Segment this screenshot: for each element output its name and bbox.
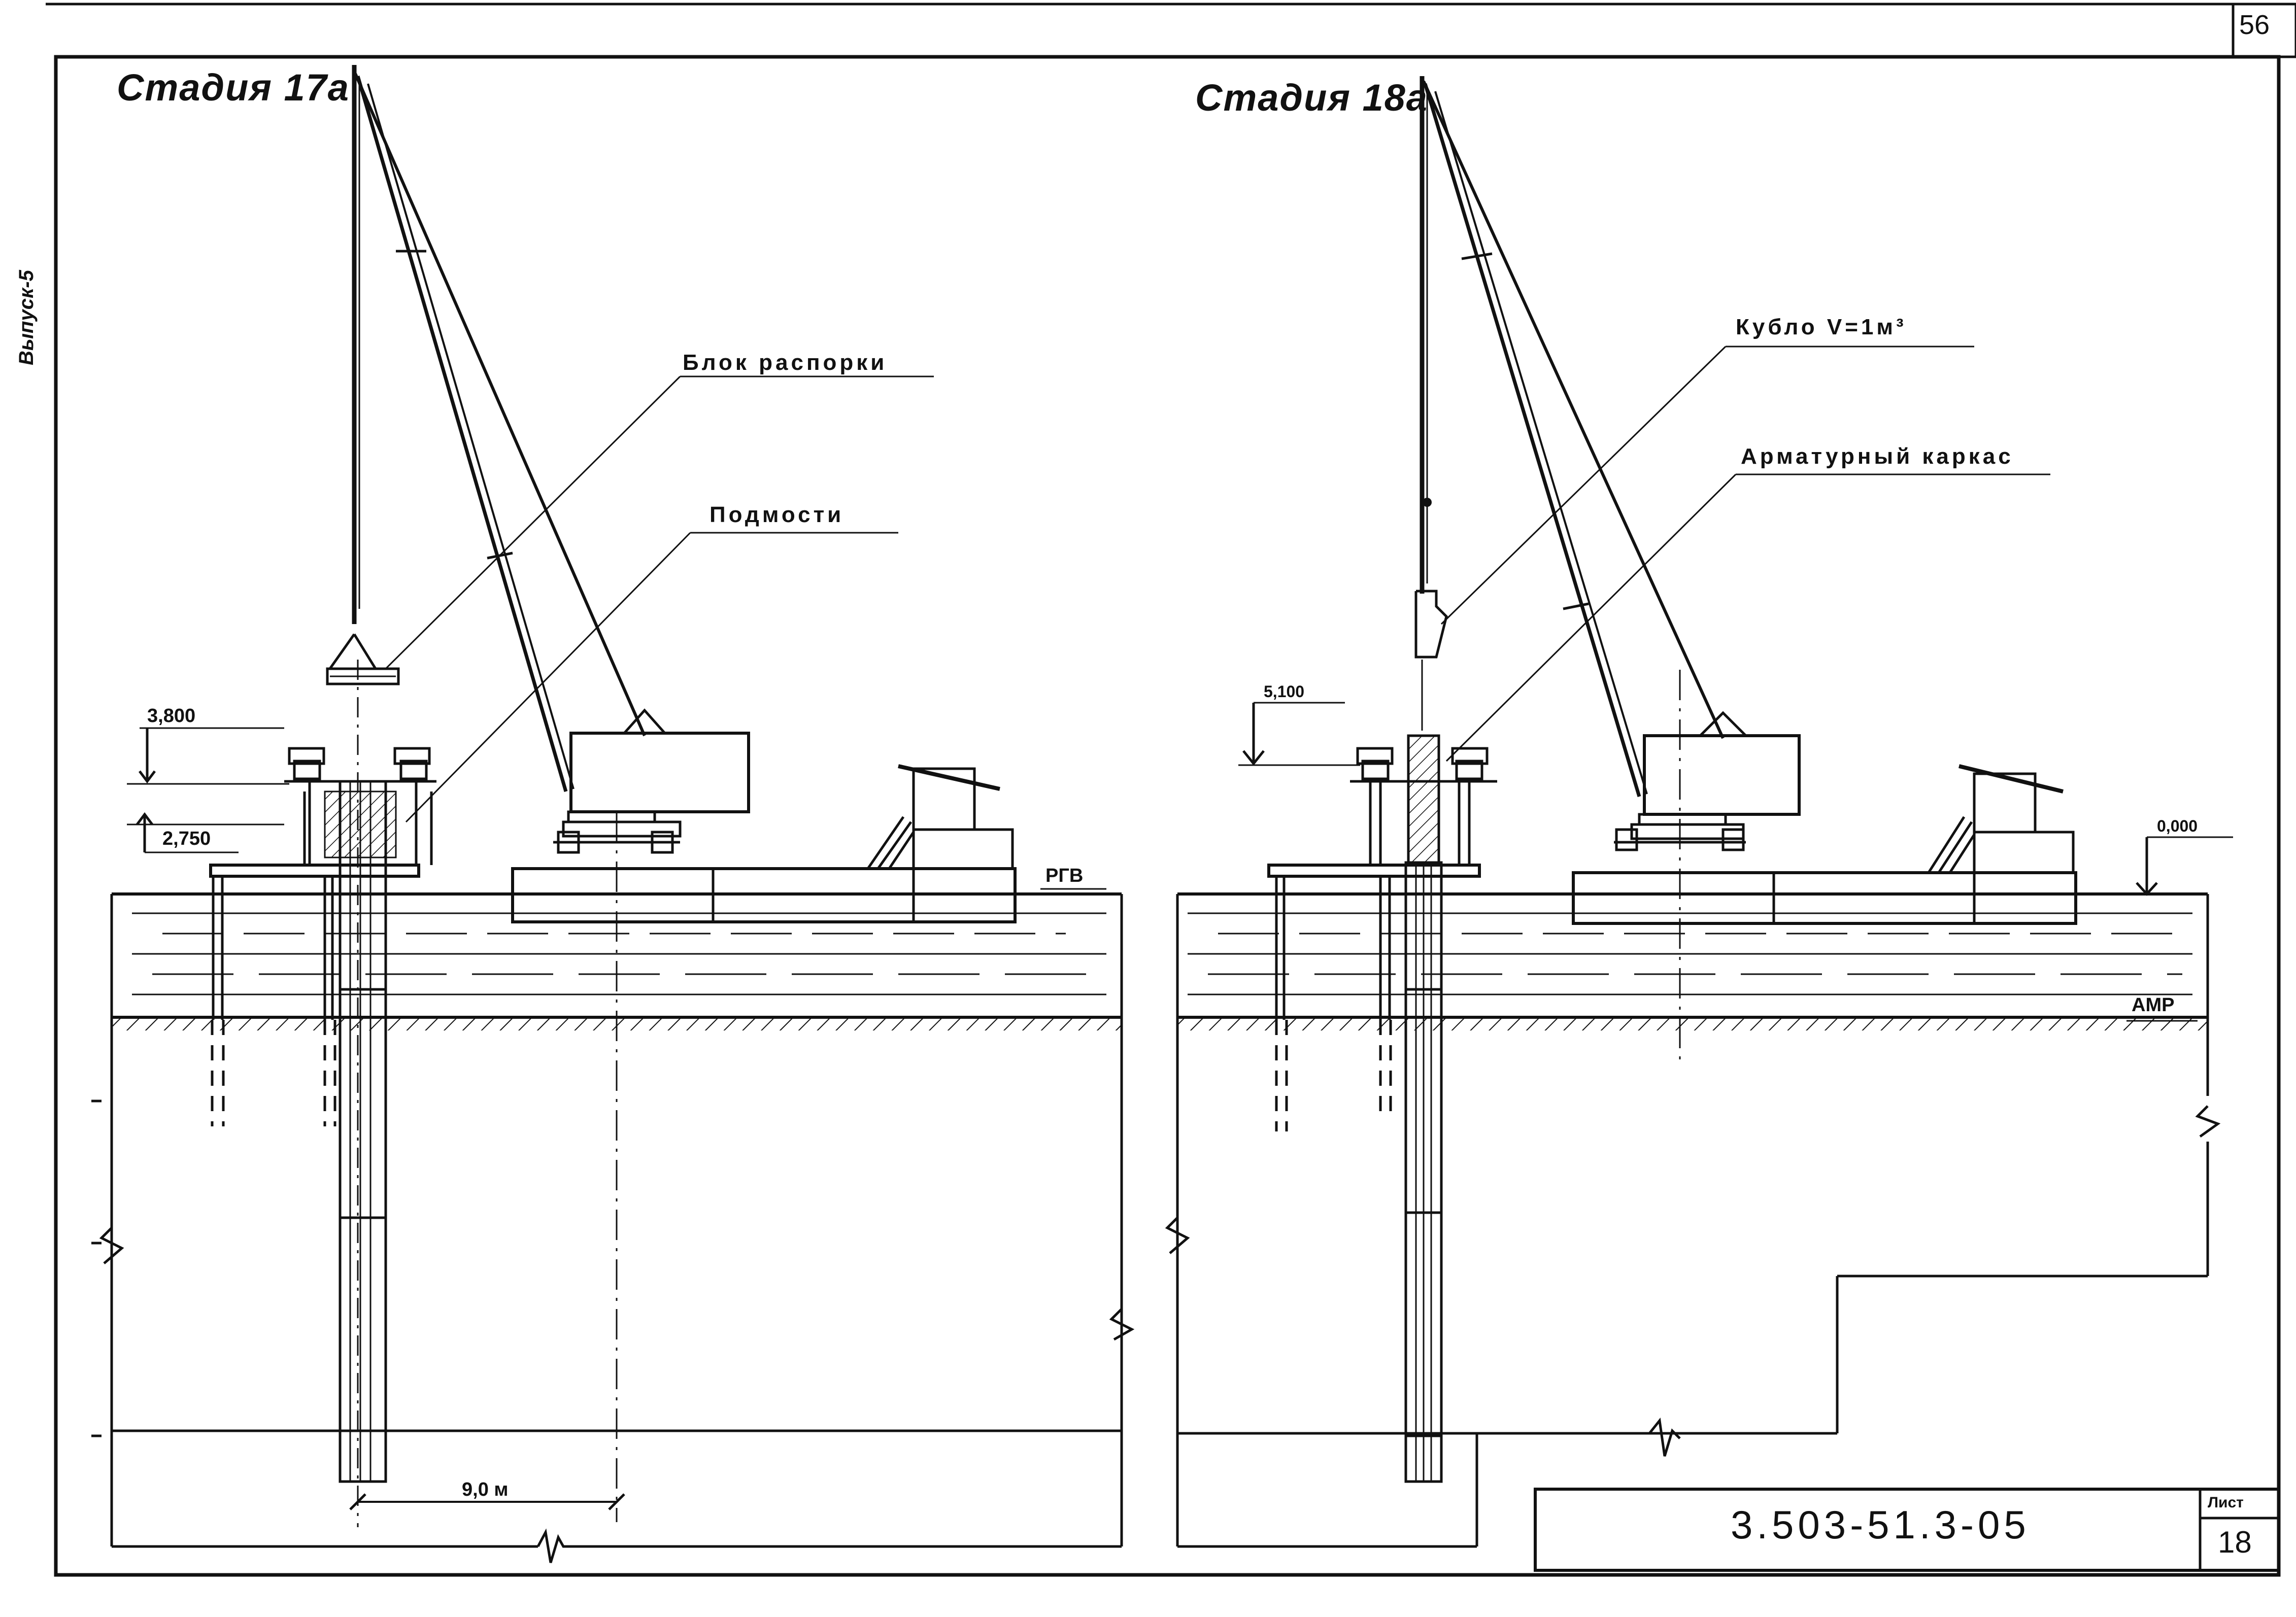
right-crane (1414, 76, 1801, 851)
left-stage-drawing (99, 65, 1135, 1563)
bottom-level-label: АМР (2132, 994, 2175, 1016)
dimension-label: 9,0 м (462, 1479, 509, 1500)
right-pile (1267, 734, 1497, 1483)
elevation-3800: 3,800 (147, 705, 196, 727)
stage-right-title: Стадия 18а (1195, 77, 1428, 119)
right-water (1176, 892, 2209, 1546)
page-number: 56 (2239, 10, 2270, 40)
right-seabed (1165, 1016, 2221, 1548)
right-elevation-marks (1238, 702, 2233, 896)
left-crane (326, 65, 750, 854)
left-barge (511, 764, 1017, 923)
sheet-label: Лист (2208, 1494, 2244, 1511)
right-barge (1572, 764, 2077, 925)
title-block (1534, 1488, 2280, 1572)
sheet-frame (46, 3, 2296, 1577)
elevation-0000: 0,000 (2157, 817, 2198, 835)
left-dimension (349, 1493, 625, 1510)
left-pile (209, 660, 436, 1527)
right-leaders (1440, 346, 2198, 1022)
elevation-5100: 5,100 (1264, 682, 1305, 701)
side-issue-label: Выпуск-5 (15, 270, 38, 365)
callout-spacer-block: Блок распорки (683, 350, 888, 375)
sheet-number: 18 (2218, 1525, 2252, 1559)
stage-left-title: Стадия 17а (117, 66, 350, 109)
left-leaders (385, 375, 1106, 890)
water-level-label: РГВ (1045, 865, 1084, 886)
document-code: 3.503-51.3-05 (1731, 1502, 2030, 1547)
left-water (110, 892, 1123, 1546)
left-crane-hook-weight (1423, 498, 1432, 507)
right-stage-drawing (1165, 76, 2233, 1548)
left-elevation-marks (127, 727, 289, 853)
callout-scaffold: Подмости (710, 502, 845, 527)
callout-rebar-cage: Арматурный каркас (1741, 444, 2014, 469)
elevation-2750: 2,750 (162, 828, 211, 849)
callout-bucket: Кубло V=1м³ (1736, 315, 1907, 339)
